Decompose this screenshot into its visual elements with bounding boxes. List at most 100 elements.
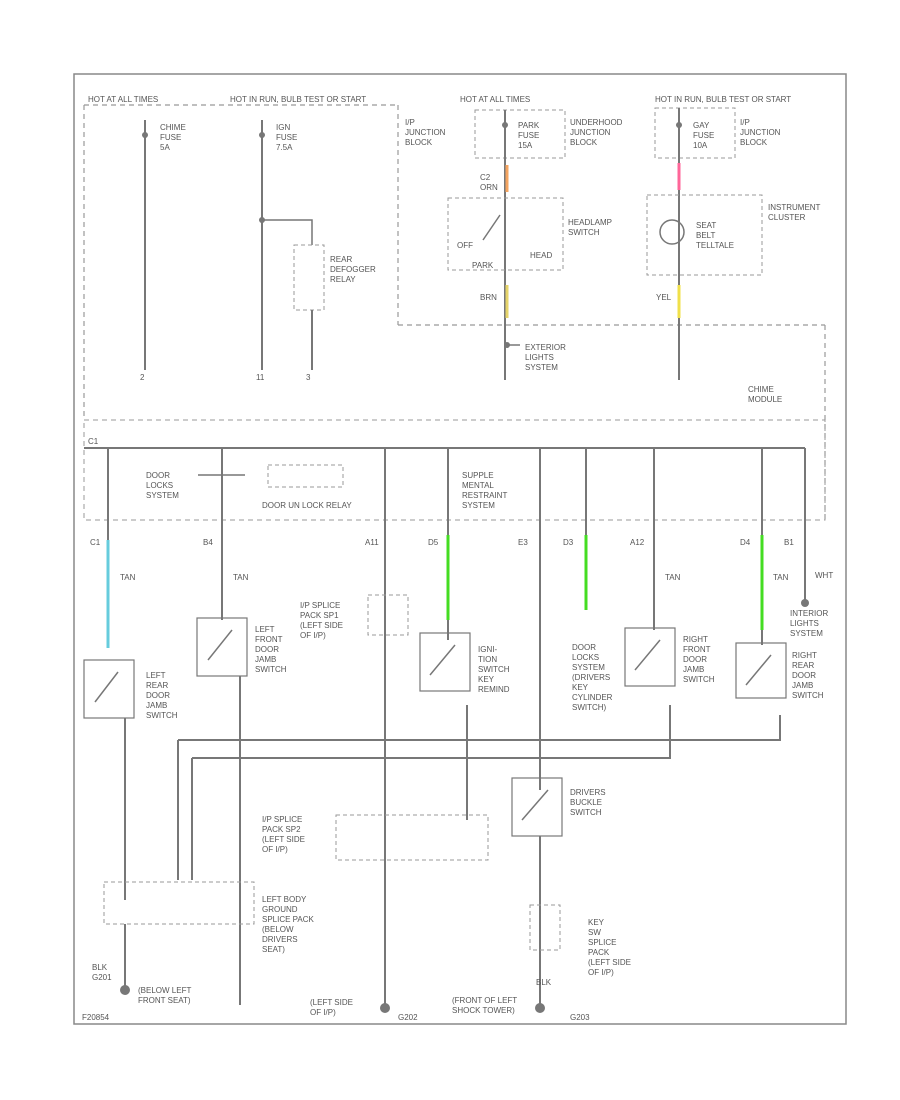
lbg-1: LEFT BODY <box>262 895 307 904</box>
sp1-1: I/P SPLICE <box>300 601 340 610</box>
diagram-frame <box>73 73 847 1025</box>
ip-right-1: I/P <box>740 118 750 127</box>
door-locks-sys-2: LOCKS <box>146 481 173 490</box>
chime-fuse-label-2: FUSE <box>160 133 181 142</box>
exterior-lights-3: SYSTEM <box>525 363 558 372</box>
ksw-1: KEY <box>588 918 605 927</box>
lf-jamb-5: SWITCH <box>255 665 287 674</box>
headlamp-label-2: SWITCH <box>568 228 600 237</box>
pin-b1: B1 <box>784 538 794 547</box>
g203-label: G203 <box>570 1013 590 1022</box>
supplemental-3: RESTRAINT <box>462 491 507 500</box>
rf-jamb-4: JAMB <box>683 665 704 674</box>
exterior-lights-2: LIGHTS <box>525 353 554 362</box>
buckle-1: DRIVERS <box>570 788 606 797</box>
svg-text:3: 3 <box>306 373 311 382</box>
pin-e3: E3 <box>518 538 528 547</box>
buckle-3: SWITCH <box>570 808 602 817</box>
dl-key-7: SWITCH) <box>572 703 607 712</box>
rr-jamb-1: RIGHT <box>792 651 817 660</box>
instrument-cluster-2: CLUSTER <box>768 213 806 222</box>
orn-label: ORN <box>480 183 498 192</box>
left-body-ground-splice-box <box>103 881 255 925</box>
exterior-lights-1: EXTERIOR <box>525 343 566 352</box>
pin-c1: C1 <box>90 538 101 547</box>
dl-key-4: (DRIVERS <box>572 673 610 682</box>
underhood-3: BLOCK <box>570 138 598 147</box>
seat-belt-3: TELLTALE <box>696 241 734 250</box>
sp2-2: PACK SP2 <box>262 825 301 834</box>
hot-in-run-label: HOT IN RUN, BULB TEST OR START <box>230 95 366 104</box>
supplemental-2: MENTAL <box>462 481 494 490</box>
tan-3: TAN <box>665 573 681 582</box>
pin-d5: D5 <box>428 538 439 547</box>
ign-key-2: TION <box>478 655 497 664</box>
gay-fuse-3: 10A <box>693 141 708 150</box>
lf-door-jamb-switch-box <box>196 617 248 677</box>
park-label: PARK <box>472 261 494 270</box>
rr-jamb-2: REAR <box>792 661 814 670</box>
sp2-4: OF I/P) <box>262 845 288 854</box>
yel-label: YEL <box>656 293 672 302</box>
lf-jamb-3: DOOR <box>255 645 279 654</box>
below-left-front-2: FRONT SEAT) <box>138 996 191 1005</box>
lr-door-jamb-switch-box <box>83 659 135 719</box>
lr-jamb-3: DOOR <box>146 691 170 700</box>
sp2-1: I/P SPLICE <box>262 815 302 824</box>
gay-fuse-2: FUSE <box>693 131 714 140</box>
svg-text:2: 2 <box>140 373 145 382</box>
door-unlock-relay-label: DOOR UN LOCK RELAY <box>262 501 352 510</box>
below-left-front-1: (BELOW LEFT <box>138 986 191 995</box>
rr-door-jamb-switch-box <box>735 642 787 699</box>
svg-text:11: 11 <box>256 373 265 382</box>
ip-splice-sp1-box <box>367 594 409 636</box>
pin-a11: A11 <box>365 538 379 547</box>
rf-jamb-5: SWITCH <box>683 675 715 684</box>
figure-code: F20854 <box>82 1013 110 1022</box>
ksw-2: SW <box>588 928 601 937</box>
sp1-3: (LEFT SIDE <box>300 621 343 630</box>
rf-jamb-2: FRONT <box>683 645 711 654</box>
chime-fuse-label-1: CHIME <box>160 123 186 132</box>
ign-key-3: SWITCH <box>478 665 510 674</box>
underhood-1: UNDERHOOD <box>570 118 623 127</box>
park-fuse-2: FUSE <box>518 131 539 140</box>
dl-key-2: LOCKS <box>572 653 599 662</box>
rear-defogger-label-1: REAR <box>330 255 352 264</box>
rr-jamb-3: DOOR <box>792 671 816 680</box>
dl-key-6: CYLINDER <box>572 693 613 702</box>
pin-d4: D4 <box>740 538 751 547</box>
seat-belt-telltale-lamp <box>659 219 685 245</box>
ip-right-2: JUNCTION <box>740 128 781 137</box>
sp2-3: (LEFT SIDE <box>262 835 305 844</box>
sp1-4: OF I/P) <box>300 631 326 640</box>
tan-4: TAN <box>773 573 789 582</box>
instrument-cluster-1: INSTRUMENT <box>768 203 821 212</box>
buckle-2: BUCKLE <box>570 798 602 807</box>
ign-key-4: KEY <box>478 675 495 684</box>
hot-at-all-times-2: HOT AT ALL TIMES <box>460 95 530 104</box>
rf-jamb-1: RIGHT <box>683 635 708 644</box>
door-locks-sys-3: SYSTEM <box>146 491 179 500</box>
pin-a12: A12 <box>630 538 645 547</box>
ign-key-5: REMIND <box>478 685 510 694</box>
ground-g201 <box>120 985 130 995</box>
ign-fuse-label-1: IGN <box>276 123 290 132</box>
underhood-2: JUNCTION <box>570 128 611 137</box>
chime-module-2: MODULE <box>748 395 782 404</box>
headlamp-label-1: HEADLAMP <box>568 218 612 227</box>
ip-junction-1: I/P <box>405 118 415 127</box>
rear-defogger-label-3: RELAY <box>330 275 356 284</box>
seat-belt-2: BELT <box>696 231 716 240</box>
tan-1: TAN <box>120 573 136 582</box>
seat-belt-1: SEAT <box>696 221 716 230</box>
svg-text:C2: C2 <box>480 173 491 182</box>
dl-key-5: KEY <box>572 683 589 692</box>
door-unlock-relay-box <box>267 464 344 488</box>
drivers-buckle-switch-box <box>511 777 563 837</box>
door-locks-sys-1: DOOR <box>146 471 170 480</box>
hot-in-run-2: HOT IN RUN, BULB TEST OR START <box>655 95 791 104</box>
dl-key-1: DOOR <box>572 643 596 652</box>
head-label: HEAD <box>530 251 552 260</box>
lbg-5: DRIVERS <box>262 935 298 944</box>
